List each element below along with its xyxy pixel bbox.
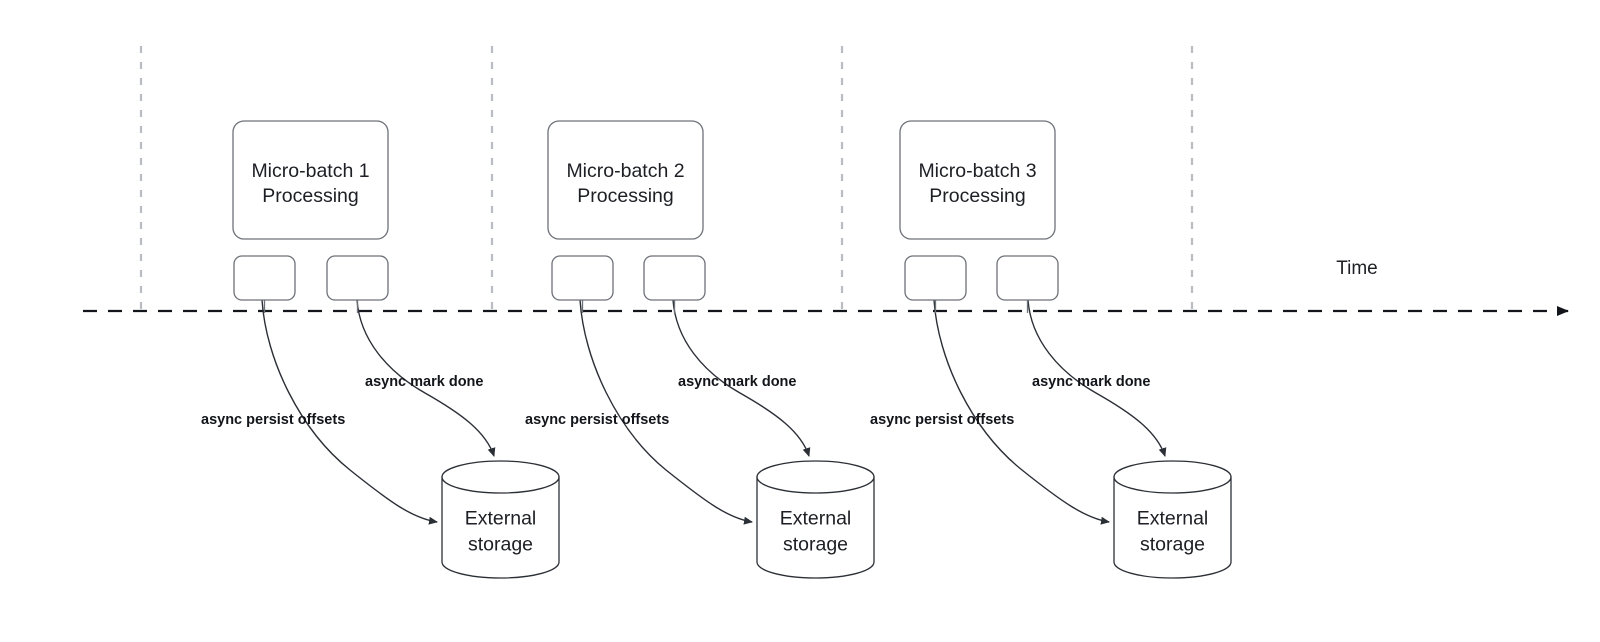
micro-batch-label-line1: Micro-batch 3: [918, 160, 1036, 182]
external-storage-label-line2: storage: [1140, 534, 1205, 556]
time-axis-label: Time: [1336, 258, 1378, 279]
micro-batch-label-line2: Processing: [929, 185, 1025, 207]
external-storage-label-line2: storage: [468, 534, 533, 556]
task-box-1[interactable]: [551, 255, 614, 301]
external-storage-body[interactable]: [1113, 476, 1232, 579]
flow-arrow-mark-done: [672, 299, 811, 457]
external-storage-label-line1: External: [780, 508, 852, 530]
flow-arrow-mark-done: [1027, 299, 1167, 457]
edge-label-mark-done: async mark done: [678, 374, 796, 390]
micro-batch-label-line2: Processing: [577, 185, 673, 207]
flow-arrow-mark-done: [356, 299, 496, 457]
flow-arrow-persist-offsets: [261, 299, 438, 525]
external-storage-body[interactable]: [756, 476, 875, 579]
task-box-1[interactable]: [233, 255, 296, 301]
external-storage-body[interactable]: [441, 476, 560, 579]
task-box-2[interactable]: [326, 255, 389, 301]
task-box-2[interactable]: [996, 255, 1059, 301]
external-storage-top: [756, 460, 875, 494]
micro-batch-box[interactable]: [547, 120, 704, 240]
edge-label-mark-done: async mark done: [365, 374, 483, 390]
edge-label-persist-offsets: async persist offsets: [525, 412, 669, 428]
task-box-2[interactable]: [643, 255, 706, 301]
external-storage-label-line1: External: [465, 508, 537, 530]
external-storage-label-line2: storage: [783, 534, 848, 556]
flow-arrow-persist-offsets: [579, 299, 753, 525]
edge-label-persist-offsets: async persist offsets: [201, 412, 345, 428]
micro-batch-label-line1: Micro-batch 1: [251, 160, 369, 182]
task-box-1[interactable]: [904, 255, 967, 301]
external-storage-label-line1: External: [1137, 508, 1209, 530]
edge-label-persist-offsets: async persist offsets: [870, 412, 1014, 428]
micro-batch-box[interactable]: [899, 120, 1056, 240]
micro-batch-label-line2: Processing: [262, 185, 358, 207]
edge-label-mark-done: async mark done: [1032, 374, 1150, 390]
micro-batch-label-line1: Micro-batch 2: [566, 160, 684, 182]
external-storage-top: [1113, 460, 1232, 494]
external-storage-top: [441, 460, 560, 494]
micro-batch-box[interactable]: [232, 120, 389, 240]
flow-arrow-persist-offsets: [933, 299, 1110, 525]
